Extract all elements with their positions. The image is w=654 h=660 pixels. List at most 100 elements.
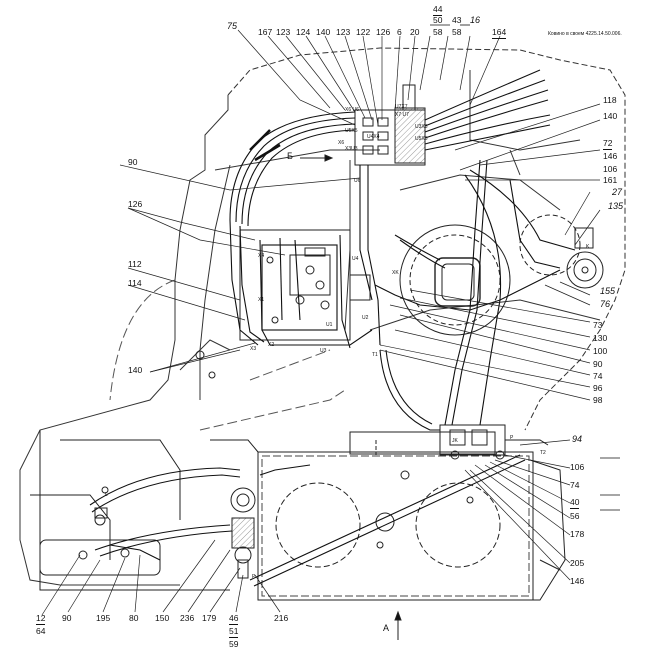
port-mark: U7X7	[395, 104, 408, 110]
callout-40: 40	[570, 497, 580, 509]
port-mark: P	[252, 574, 256, 580]
port-mark: U5X5	[415, 136, 428, 142]
port-mark: U4X4	[367, 134, 380, 140]
hose-lines-left	[229, 219, 373, 349]
callout-118: 118	[603, 95, 617, 105]
lower-frame	[30, 430, 566, 601]
callout-205: 205	[570, 558, 585, 568]
port-mark: X4	[258, 253, 265, 259]
callout-50: 50	[433, 15, 443, 25]
callout-122: 122	[356, 27, 371, 37]
rotary-unit-right	[519, 214, 604, 289]
callout-90: 90	[128, 157, 138, 167]
port-mark: L	[105, 492, 108, 498]
bottom-valve	[439, 424, 549, 460]
callout-123b: 123	[336, 27, 351, 37]
callout-96: 96	[593, 383, 603, 393]
callout-106: 106	[603, 164, 618, 174]
lower-left-fittings	[78, 486, 130, 560]
callout-167: 167	[258, 27, 273, 37]
callout-94: 94	[572, 434, 583, 444]
port-mark: K	[586, 244, 590, 250]
callout-164: 164	[492, 27, 507, 39]
callout-64: 64	[36, 626, 46, 636]
slewing-ring	[399, 224, 511, 336]
callout-75: 75	[227, 21, 238, 31]
callout-27: 27	[612, 187, 623, 197]
callout-140: 140	[316, 27, 331, 37]
callout-100: 100	[593, 346, 608, 356]
callout-126b: 126	[128, 199, 143, 209]
callout-178: 178	[570, 529, 585, 539]
callout-90c: 90	[62, 613, 72, 623]
callout-155: 155	[600, 286, 616, 296]
callout-124: 124	[296, 27, 311, 37]
callout-46: 46	[229, 613, 239, 625]
port-mark: U3X3	[415, 124, 428, 130]
callout-236: 236	[180, 613, 195, 623]
callout-76: 76	[600, 299, 611, 309]
port-mark: XK	[392, 270, 399, 276]
bolt-circles	[195, 350, 474, 549]
callout-135: 135	[608, 201, 624, 211]
upper-manifold	[354, 84, 426, 166]
callout-12: 12	[36, 613, 46, 625]
port-mark: JK	[452, 438, 458, 444]
sweep-lines	[109, 279, 346, 431]
callout-74: 74	[593, 371, 603, 381]
callout-80: 80	[129, 613, 139, 623]
callout-44: 44	[433, 4, 443, 16]
port-mark: P	[510, 435, 514, 441]
callout-146: 146	[603, 151, 618, 161]
direction-arrows	[300, 154, 402, 640]
hose-lines-lower	[89, 454, 526, 587]
callout-98: 98	[593, 395, 603, 405]
port-mark: U6	[354, 178, 361, 184]
callout-20: 20	[410, 27, 420, 37]
callout-179: 179	[202, 613, 217, 623]
port-mark: X2	[268, 342, 275, 348]
callout-72: 72	[603, 138, 613, 150]
port-mark: T2	[540, 450, 546, 456]
port-mark: U5X5	[345, 128, 358, 134]
callout-106b: 106	[570, 462, 585, 472]
hose-bundle-upper	[229, 69, 551, 227]
callout-130: 130	[593, 333, 608, 343]
callout-58: 58	[433, 27, 443, 37]
port-mark: X7 U7	[395, 112, 409, 118]
hose-lines-main	[359, 159, 576, 431]
port-mark: U4	[352, 256, 359, 262]
callout-rules	[430, 24, 620, 511]
port-mark: X6	[338, 140, 345, 146]
callout-112: 112	[128, 259, 142, 269]
note-top-right: Ковино в своем 4225.14.50.006.	[548, 31, 622, 37]
port-mark: U2	[362, 315, 369, 321]
callout-114: 114	[128, 278, 142, 288]
callout-51: 51	[229, 626, 239, 638]
port-mark: U3	[320, 348, 327, 354]
view-marker-b: Б	[287, 151, 293, 161]
port-mark: X6 U6	[345, 107, 359, 113]
port-mark: U1	[326, 322, 333, 328]
callout-58b: 58	[452, 27, 462, 37]
callout-56: 56	[570, 511, 580, 521]
callout-43: 43	[452, 15, 462, 25]
callout-140c: 140	[128, 365, 143, 375]
callout-123: 123	[276, 27, 291, 37]
port-mark: X3	[250, 346, 257, 352]
lower-left-cylinder	[230, 487, 256, 579]
port-mark: X1	[258, 297, 265, 303]
callout-161: 161	[603, 175, 618, 185]
callout-150: 150	[155, 613, 170, 623]
view-marker-a: А	[383, 623, 390, 633]
leader-lines	[41, 29, 601, 616]
port-mark: T1	[372, 352, 378, 358]
callout-90b: 90	[593, 359, 603, 369]
callout-146b: 146	[570, 576, 585, 586]
callout-16: 16	[470, 15, 481, 25]
callout-126: 126	[376, 27, 391, 37]
callout-216: 216	[274, 613, 289, 623]
callout-140b: 140	[603, 111, 618, 121]
callout-195: 195	[96, 613, 111, 623]
